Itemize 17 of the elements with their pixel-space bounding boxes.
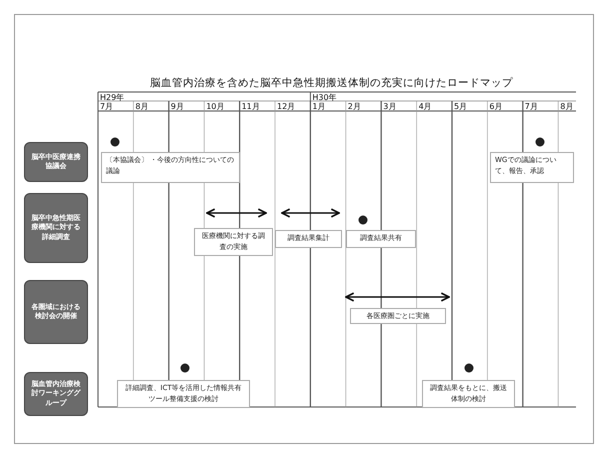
month-label: 4月 <box>418 101 432 112</box>
month-label: 1月 <box>312 101 326 112</box>
diagram-title: 脳血管内治療を含めた脳卒中急性期搬送体制の充実に向けたロードマップ <box>150 76 513 90</box>
month-label: 7月 <box>100 101 114 112</box>
month-label: 3月 <box>383 101 396 112</box>
month-label: 10月 <box>206 101 224 112</box>
month-label: 2月 <box>348 101 361 112</box>
month-label: 8月 <box>560 101 574 112</box>
month-label: 7月 <box>524 101 538 112</box>
month-label: 5月 <box>454 101 468 112</box>
month-label: 11月 <box>242 101 260 112</box>
month-label: 8月 <box>135 101 148 112</box>
month-label: 6月 <box>489 101 502 112</box>
year-label: H30年 <box>312 92 337 102</box>
month-label: 9月 <box>170 101 184 112</box>
month-label: 12月 <box>277 101 296 112</box>
year-label: H29年 <box>100 92 124 102</box>
